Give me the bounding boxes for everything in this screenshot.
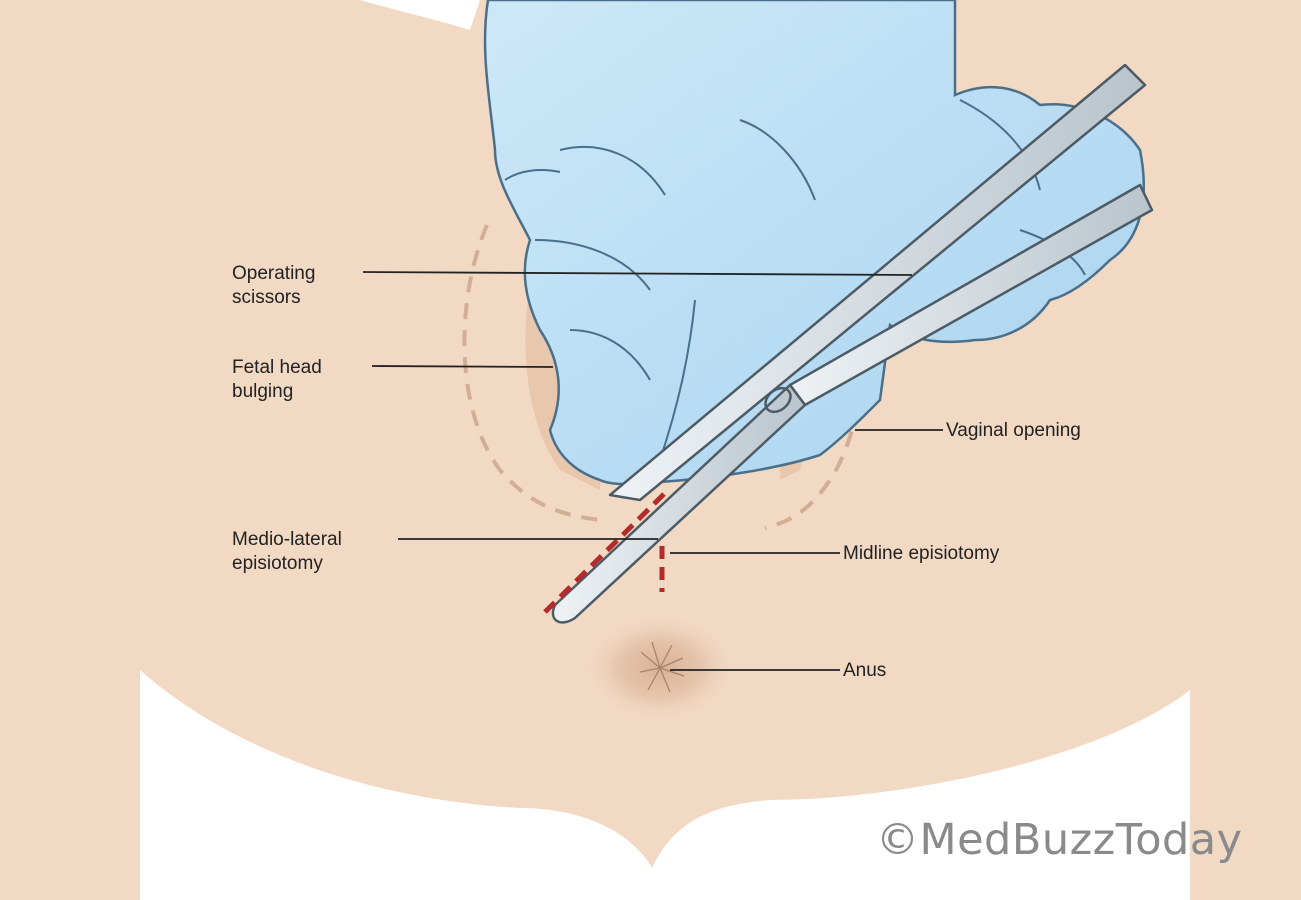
- label-medio-lateral-line2: episiotomy: [232, 552, 342, 576]
- label-operating-scissors-line1: Operating: [232, 262, 315, 286]
- label-vaginal-opening: Vaginal opening: [946, 419, 1081, 443]
- label-fetal-head-line2: bulging: [232, 380, 322, 404]
- label-medio-lateral-line1: Medio-lateral: [232, 528, 342, 552]
- label-fetal-head-bulging: Fetal head bulging: [232, 356, 322, 404]
- leader-line-fetal-head: [372, 366, 553, 367]
- label-medio-lateral-episiotomy: Medio-lateral episiotomy: [232, 528, 342, 576]
- label-operating-scissors: Operating scissors: [232, 262, 315, 310]
- label-midline-episiotomy: Midline episiotomy: [843, 542, 999, 566]
- label-operating-scissors-line2: scissors: [232, 286, 315, 310]
- watermark: ©MedBuzzToday: [876, 815, 1243, 865]
- label-anus: Anus: [843, 659, 886, 683]
- label-fetal-head-line1: Fetal head: [232, 356, 322, 380]
